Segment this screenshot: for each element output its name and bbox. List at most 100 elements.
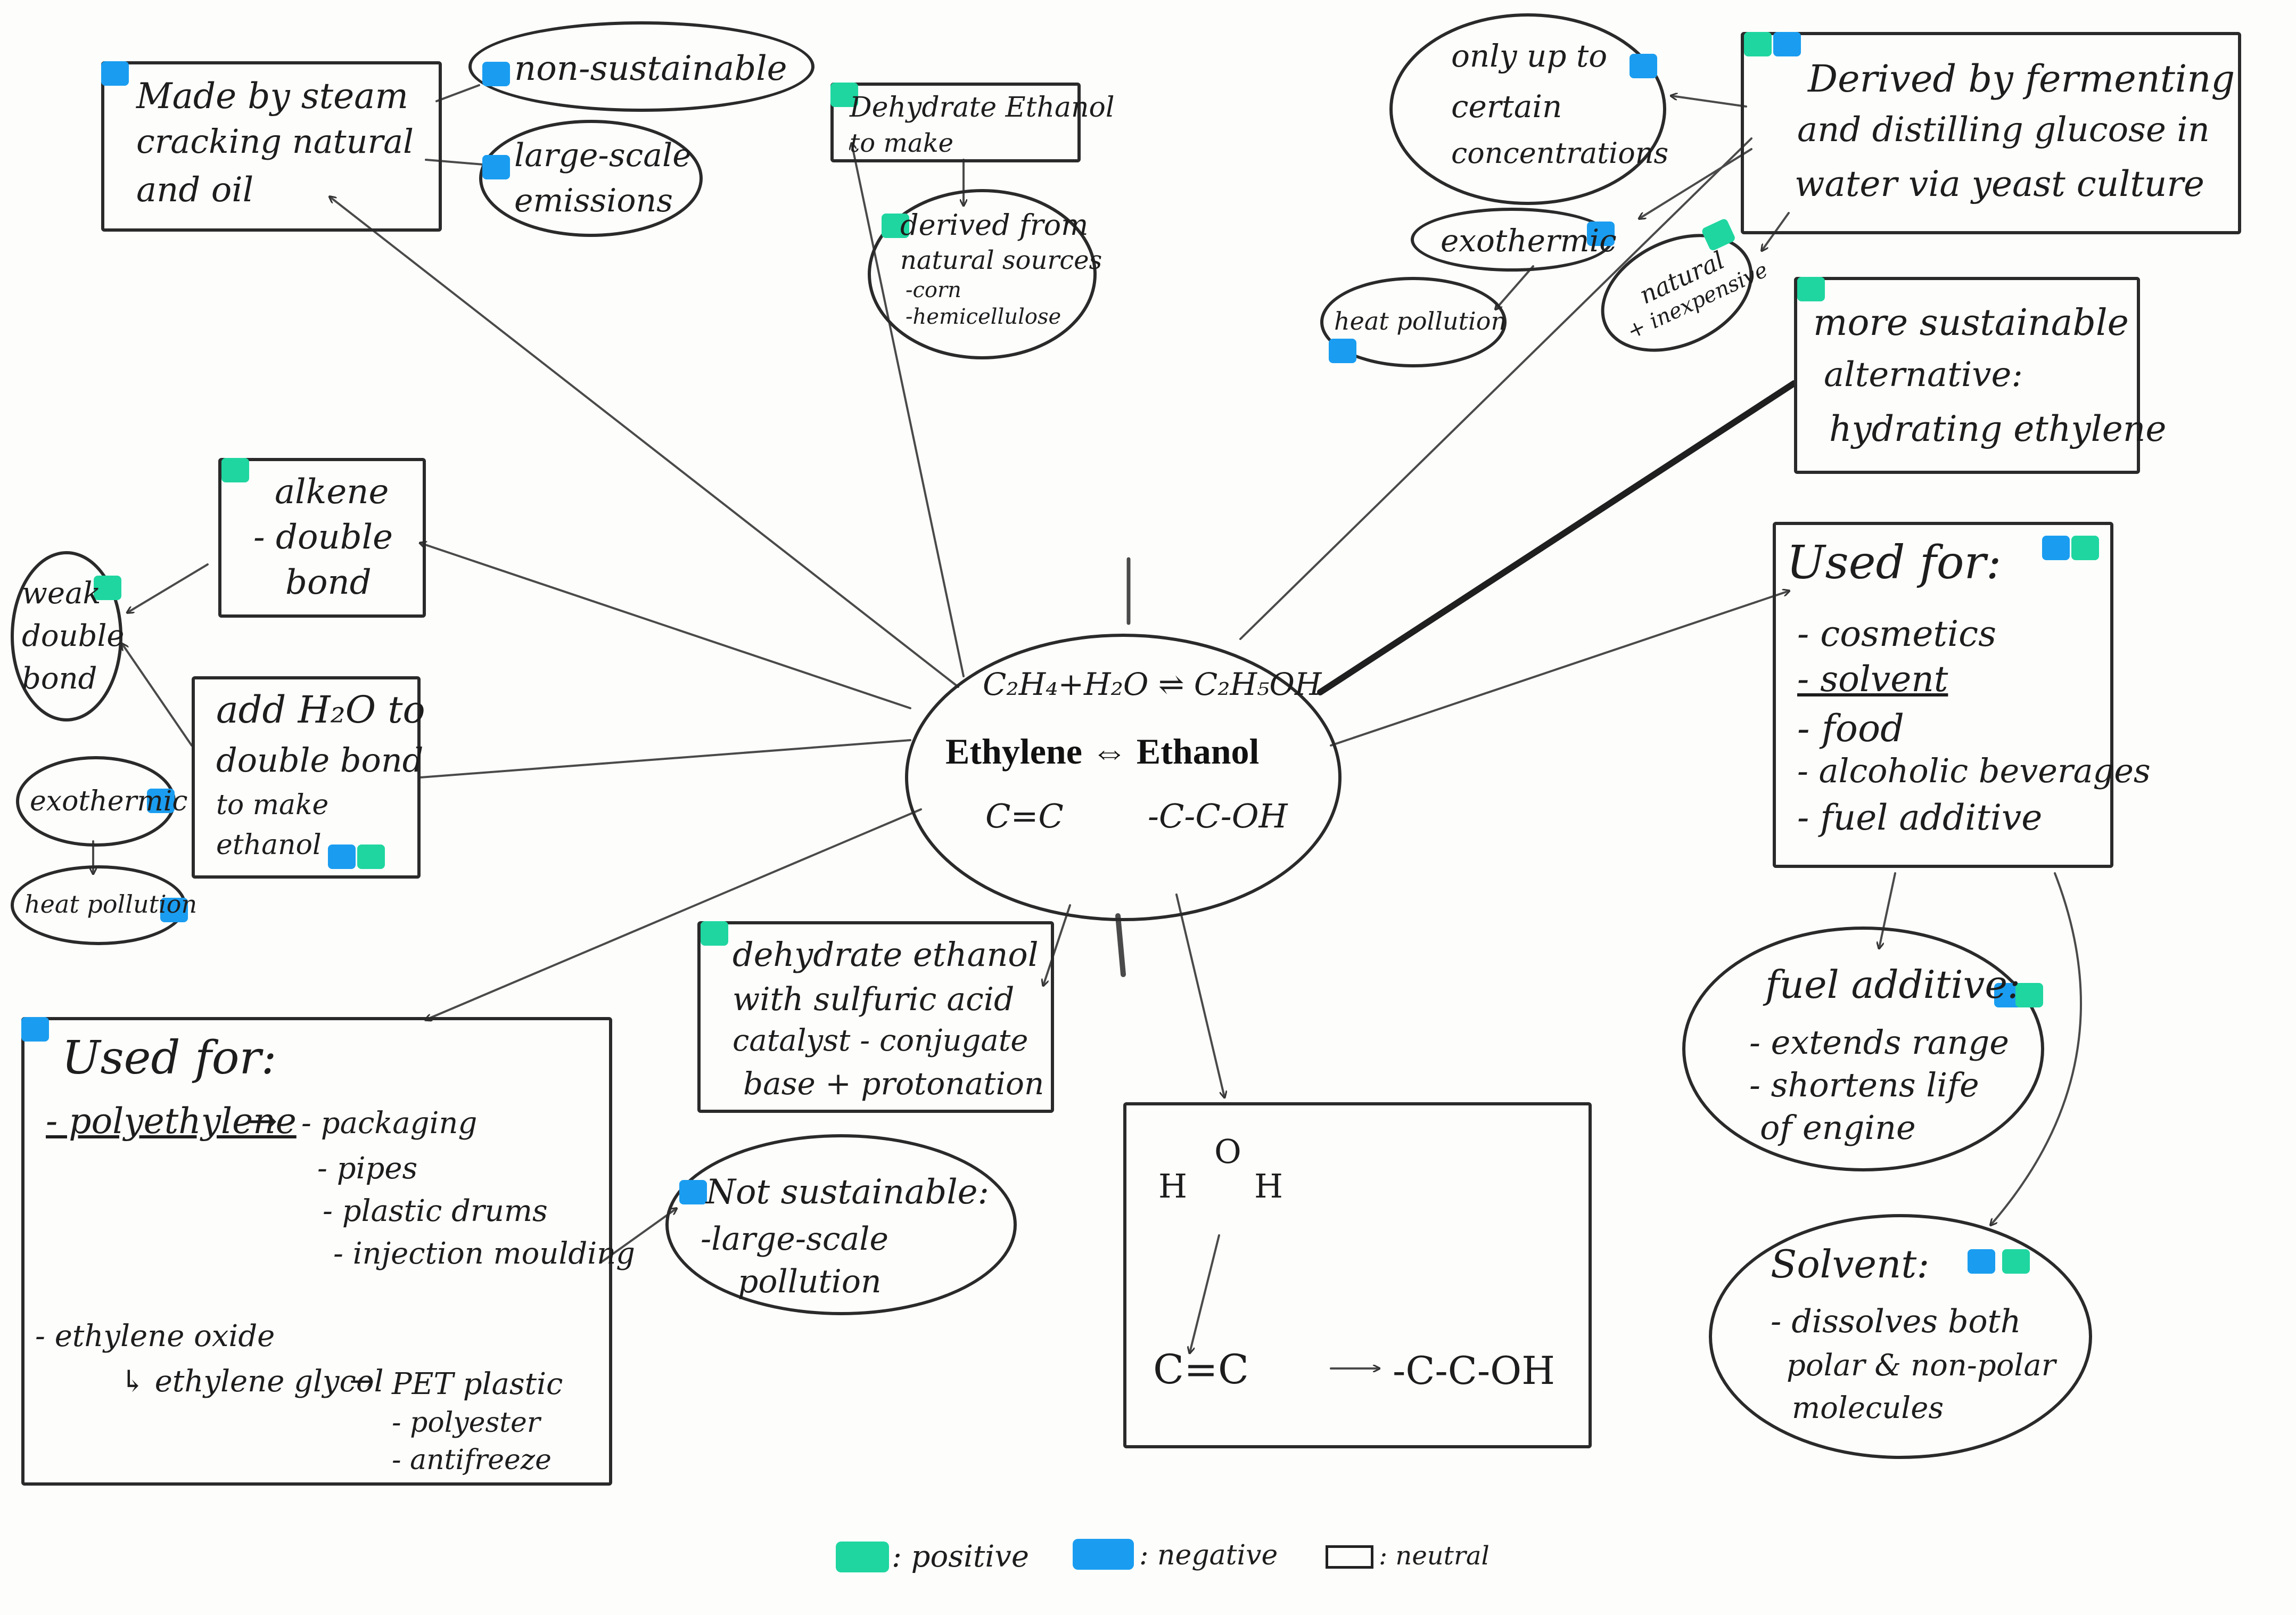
derived-line-1: derived from [900,208,1089,242]
negative-tag [482,155,510,179]
positive-tag [1797,277,1825,301]
dehydrate-bottom-line-3: catalyst - conjugate [733,1023,1028,1058]
legend-neutral-label: : neutral [1379,1541,1489,1571]
heat-top-text: heat pollution [1334,307,1507,335]
positive-tag [357,845,385,869]
weak-line-2: double [22,619,125,653]
link-ferm-exo [1640,148,1752,218]
negative-tag [1329,339,1356,363]
used-left-poly-item-2: - pipes [317,1151,418,1186]
solvent-item-2: polar & non-polar [1787,1348,2056,1383]
mech-hydrogen-2: H [1254,1167,1283,1206]
largescale-line-2: emissions [514,182,673,219]
stub-bottom [1115,913,1126,977]
alkene-line-3: bond [285,563,372,602]
solvent-title: Solvent: [1771,1242,1930,1286]
used-right-item-3: - food [1797,707,1904,750]
node-heat-pollution-top: heat pollution [1320,277,1507,367]
used-right-title: Used for: [1787,536,2002,589]
node-alkene: alkene - double bond [218,458,426,618]
heat-left-text: heat pollution [24,890,197,919]
used-left-oxide: - ethylene oxide [35,1319,275,1354]
link-center-addh2o [419,739,911,778]
fuel-item-2: - shortens life [1749,1065,1979,1104]
used-left-glycol-arrow: → [349,1364,374,1399]
positive-tag [830,83,858,107]
legend: : positive : negative : neutral [830,1534,1512,1581]
node-steam-cracking: Made by steam cracking natural and oil [101,61,442,232]
nonsust-text: non-sustainable [514,49,787,88]
addh2o-line-1: add H₂O to [216,688,425,732]
legend-positive-label: : positive [892,1539,1030,1574]
used-left-poly-item-3: - plastic drums [323,1194,548,1228]
derived-line-3: -corn [906,278,961,302]
onlyupto-line-3: concentrations [1451,136,1669,170]
solvent-item-3: molecules [1792,1391,1944,1425]
exo-top-text: exothermic [1441,223,1617,259]
link-center-steam [330,197,959,688]
negative-tag [160,898,188,922]
positive-tag [2071,536,2099,560]
negative-tag [101,61,129,86]
positive-tag [2015,983,2043,1007]
fermenting-line-1: Derived by fermenting [1808,57,2235,101]
negative-tag [1773,32,1801,56]
center-title: Ethylene ⇔ Ethanol [945,731,1260,772]
dehydrate-bottom-line-1: dehydrate ethanol [733,935,1039,974]
negative-tag [1587,222,1615,246]
fuel-item-3: of engine [1760,1108,1916,1147]
moresust-line-3: hydrating ethylene [1829,408,2167,449]
node-only-up-to: only up to certain concentrations [1389,13,1669,205]
positive-tag [2002,1249,2030,1274]
solvent-item-1: - dissolves both [1771,1303,2021,1340]
used-left-poly: - polyethylene [46,1101,297,1142]
dehydrate-bottom-line-4: base + protonation [743,1065,1044,1102]
moresust-line-1: more sustainable [1813,302,2129,344]
derived-line-4: -hemicellulose [906,305,1061,329]
link-usedleft-notsust [600,1209,676,1263]
mech-hydrogen-1: H [1158,1167,1188,1206]
node-derived-natural-sources: derived from natural sources -corn -hemi… [868,189,1102,359]
link-steam-largescale [425,159,490,165]
link-center-usedright [1330,591,1789,747]
positive-tag [94,576,121,600]
negative-tag [147,789,175,813]
node-exothermic-top: exothermic [1411,208,1617,272]
mech-oxygen: O [1214,1132,1241,1171]
positive-tag [701,921,728,946]
node-heat-pollution-left: heat pollution [11,865,197,945]
link-center-usedleft [426,808,922,1020]
steam-line-2: cracking natural [136,122,414,161]
legend-negative-swatch [1073,1539,1134,1570]
mech-alkene: C=C [1153,1346,1249,1393]
node-large-scale-emissions: large-scale emissions [479,120,703,237]
addh2o-line-3: to make [216,789,329,821]
node-mechanism: O H H C=C -C-C-OH [1123,1102,1592,1448]
center-ethanol-structure: -C-C-OH [1148,797,1288,835]
node-fuel-additive: fuel additive: - extends range - shorten… [1682,927,2044,1171]
positive-tag [221,458,249,482]
alkene-line-1: alkene [275,472,389,512]
negative-tag [482,62,510,86]
link-center-mechanism [1175,893,1224,1097]
negative-tag [1968,1249,1995,1274]
used-right-item-5: - fuel additive [1797,797,2043,838]
link-center-alkene [421,543,911,709]
node-fermenting: Derived by fermenting and distilling glu… [1741,32,2241,234]
used-left-glycol-item-2: - polyester [392,1407,540,1439]
moresust-line-2: alternative: [1824,355,2023,395]
negative-tag [679,1180,707,1204]
notsust-line-3: pollution [738,1263,882,1300]
used-left-glycol: ↳ ethylene glycol [120,1364,384,1399]
steam-line-1: Made by steam [136,76,409,117]
link-addh2o-weak [122,644,193,747]
link-used-solvent [1991,872,2082,1225]
link-alkene-weak [128,563,209,612]
weak-line-1: weak [22,576,101,611]
used-left-poly-item-4: - injection moulding [333,1236,636,1271]
fuel-title: fuel additive: [1765,962,2021,1007]
center-ethylene-structure: C=C [985,797,1064,835]
link-center-dehydrate [852,144,965,677]
